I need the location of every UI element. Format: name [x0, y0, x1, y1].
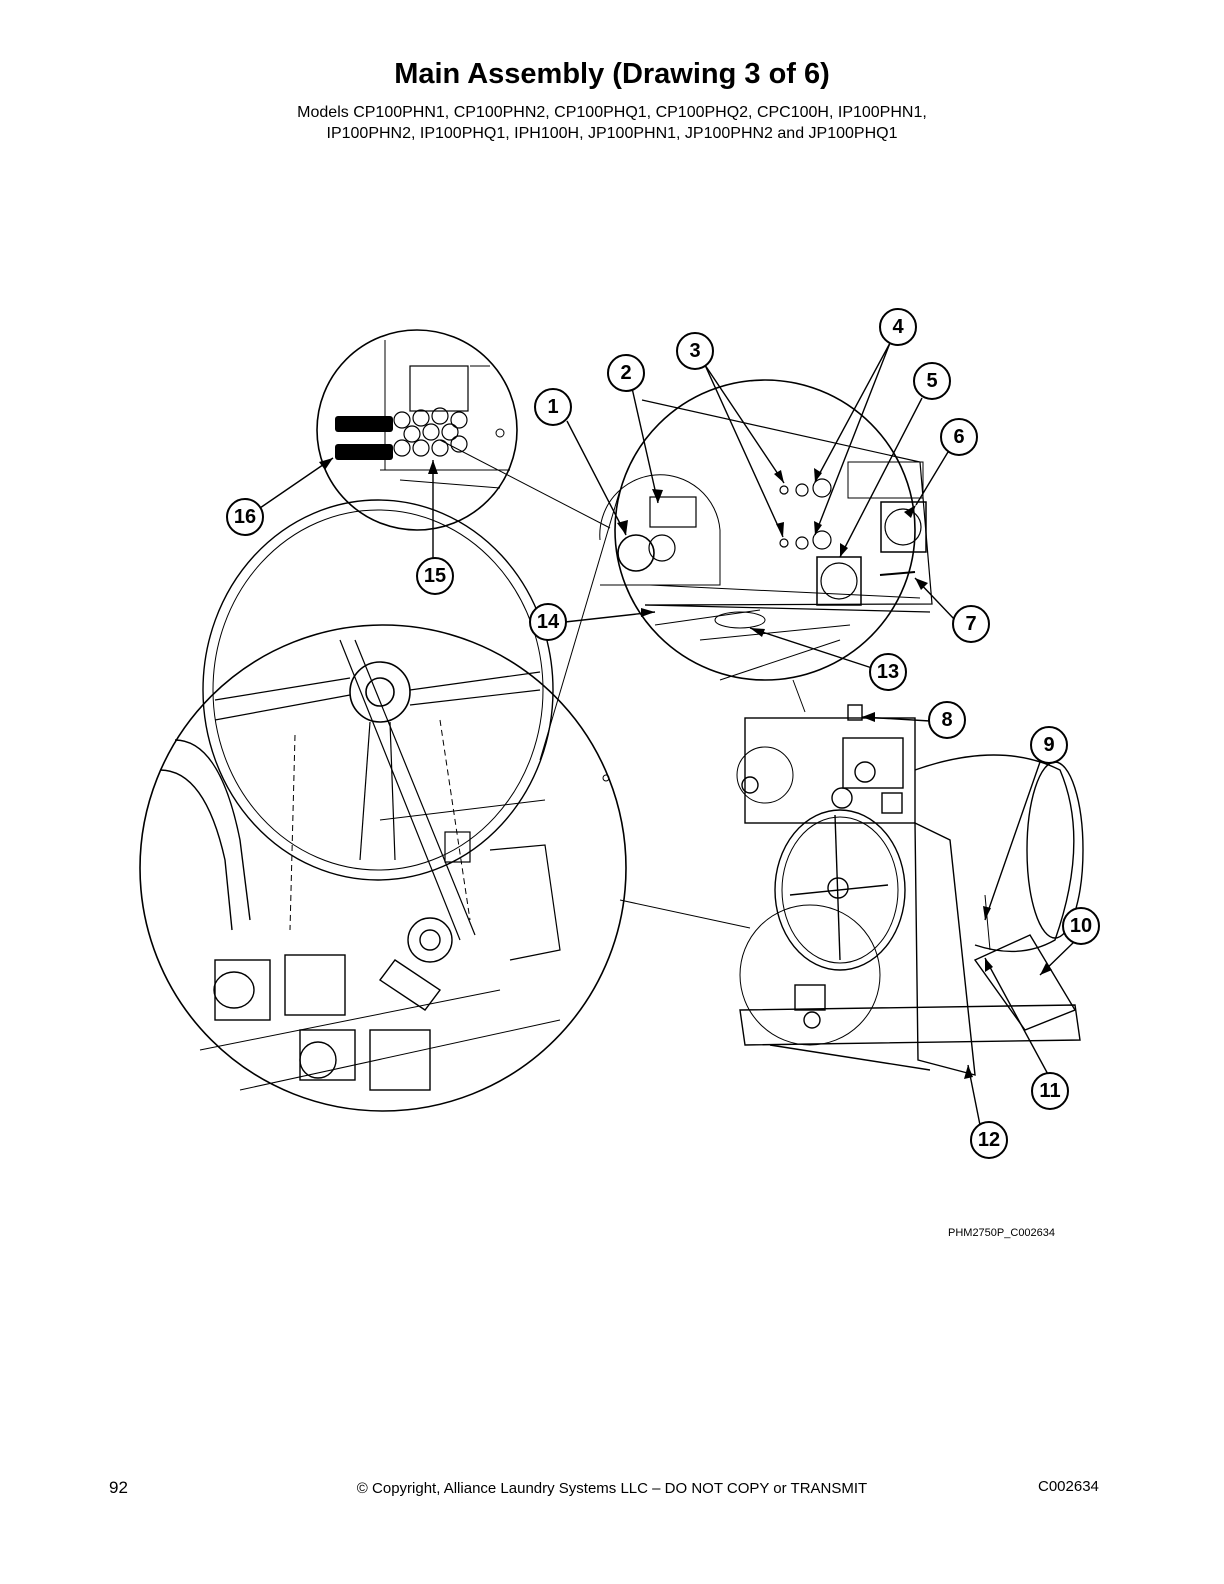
callout-1: 1: [547, 396, 558, 418]
detail-circle-drive: [139, 624, 627, 1112]
callout-3: 3: [689, 340, 700, 362]
callout-7: 7: [965, 613, 976, 635]
machine-overview: [736, 704, 1084, 1076]
callout-9: 9: [1043, 734, 1054, 756]
figure-id: PHM2750P_C002634: [948, 1227, 1056, 1239]
callout-15: 15: [424, 565, 446, 587]
callout-8: 8: [941, 709, 952, 731]
callout-14: 14: [537, 611, 560, 633]
callout-10: 10: [1070, 915, 1092, 937]
callout-2: 2: [620, 362, 631, 384]
document-code: C002634: [1038, 1478, 1099, 1495]
callout-16: 16: [234, 506, 256, 528]
models-line-1: Models CP100PHN1, CP100PHN2, CP100PHQ1, …: [297, 104, 927, 121]
callout-5: 5: [926, 370, 937, 392]
callout-6: 6: [953, 426, 964, 448]
callout-12: 12: [978, 1129, 1000, 1151]
detail-circle-buttons: [316, 329, 518, 531]
leader-lines: [259, 342, 1076, 1126]
copyright-notice: © Copyright, Alliance Laundry Systems LL…: [356, 1480, 868, 1497]
detail-circle-panel: [614, 379, 916, 681]
page-title: Main Assembly (Drawing 3 of 6): [394, 58, 830, 90]
callout-markers: [226, 308, 1100, 1159]
models-line-2: IP100PHN2, IP100PHQ1, IPH100H, JP100PHN1…: [326, 125, 898, 142]
callout-11: 11: [1039, 1080, 1060, 1102]
page-number: 92: [109, 1478, 128, 1497]
callout-13: 13: [877, 661, 899, 683]
callout-4: 4: [892, 316, 904, 338]
models-subtitle: Models CP100PHN1, CP100PHN2, CP100PHQ1, …: [0, 102, 1224, 144]
